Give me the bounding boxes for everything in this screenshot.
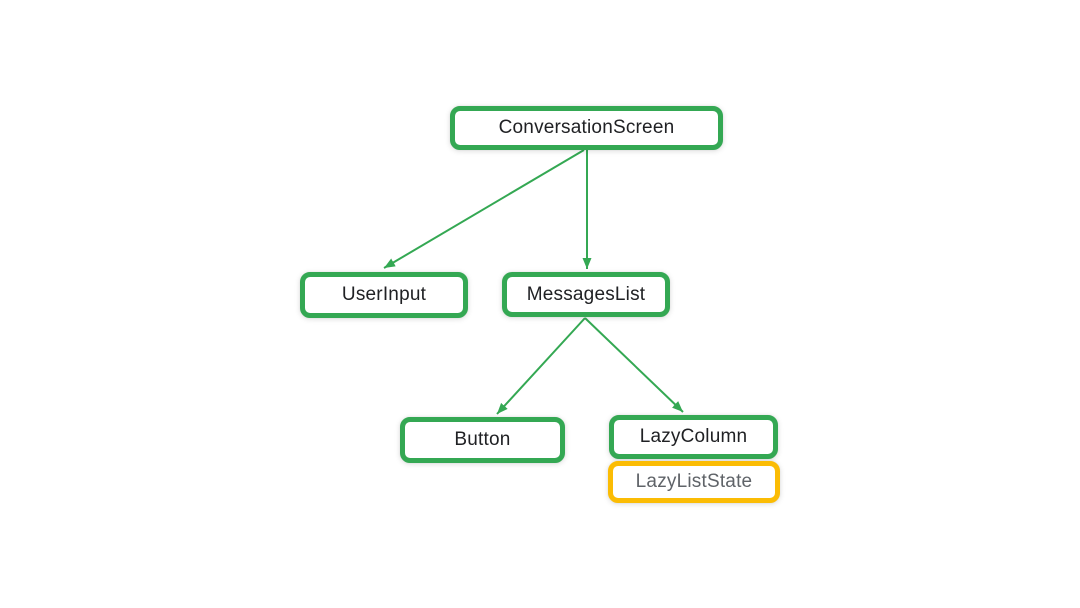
node-conversation-screen: ConversationScreen [450,106,723,150]
edge-messageslist-lazycolumn [584,317,684,413]
node-messages-list: MessagesList [502,272,670,317]
node-lazy-column-label: LazyColumn [639,426,748,447]
node-lazy-list-state-label: LazyListState [635,471,753,492]
node-lazy-list-state: LazyListState [608,461,780,503]
node-conversation-screen-label: ConversationScreen [498,117,675,138]
node-messages-list-label: MessagesList [526,283,646,305]
edge-messageslist-button [496,317,586,415]
node-lazy-column: LazyColumn [609,415,778,459]
node-button: Button [400,417,565,463]
edge-conversationscreen-userinput [383,149,585,269]
node-button-label: Button [454,429,511,450]
node-user-input-label: UserInput [341,284,427,305]
node-user-input: UserInput [300,272,468,318]
